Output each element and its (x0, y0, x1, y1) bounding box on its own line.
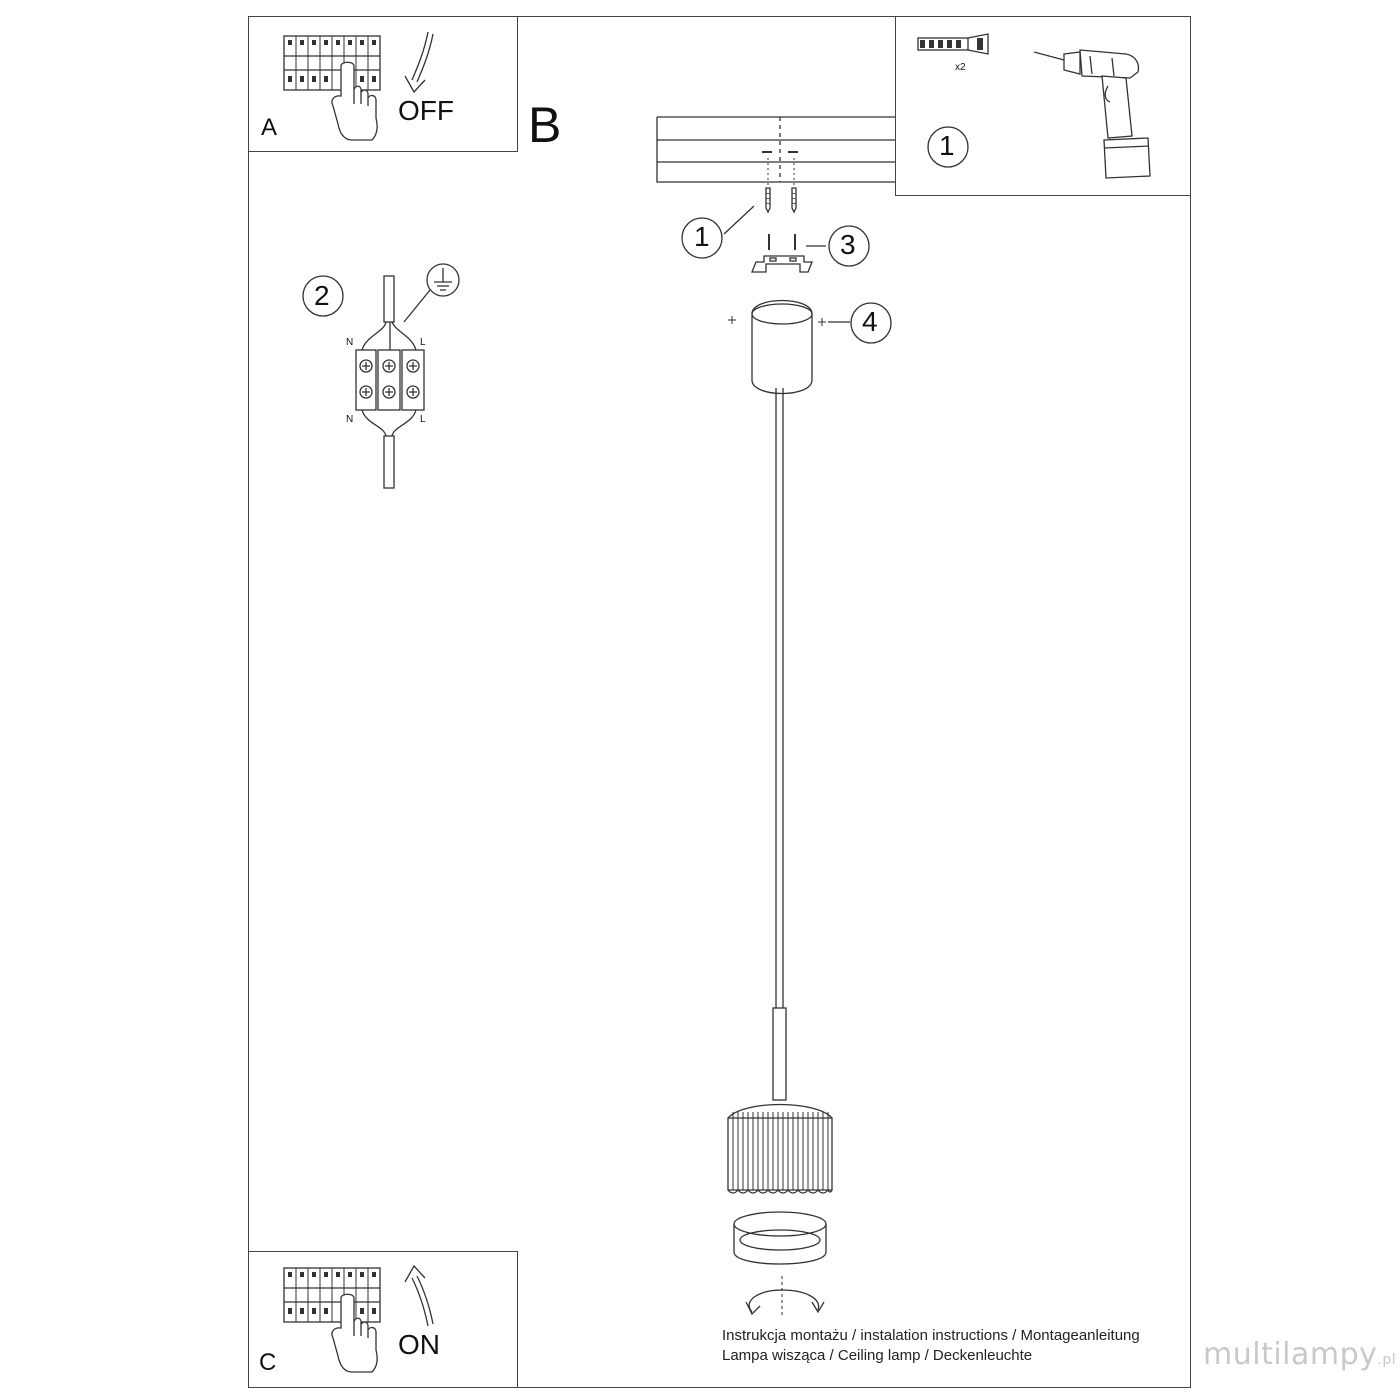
on-label: ON (398, 1329, 440, 1360)
wall-plug-icon (917, 33, 989, 55)
hand-icon (331, 61, 378, 141)
mounting-bracket-icon (751, 234, 813, 273)
outer-frame (248, 16, 1191, 1388)
panel-c-letter: C (259, 1349, 277, 1376)
breaker-panel-off-icon (283, 35, 381, 91)
arrow-up-icon (404, 1264, 434, 1327)
tools-step-circle (927, 126, 969, 168)
off-label: OFF (398, 95, 454, 126)
screw-pair-icon (765, 187, 797, 214)
callout-1-circle (681, 217, 723, 259)
callout-3-circle (828, 225, 870, 267)
watermark-suffix: .pl (1377, 1352, 1397, 1368)
terminal-n-bottom: N (346, 414, 354, 425)
watermark-brand: multilampy (1203, 1337, 1378, 1372)
plug-count-label: x2 (955, 62, 966, 73)
hand-icon (331, 1293, 378, 1373)
pendant-cable (772, 388, 787, 1101)
light-source-disc (733, 1211, 827, 1265)
power-drill-icon (1033, 49, 1151, 179)
terminal-n-top: N (346, 337, 354, 348)
callout-2-circle (302, 275, 344, 317)
callout-4-circle (850, 302, 892, 344)
canopy-icon (728, 299, 826, 395)
terminal-l-bottom: L (420, 414, 426, 425)
footer-instructions: Instrukcja montażu / instalation instruc… (722, 1327, 1140, 1344)
arrow-down-icon (404, 31, 434, 94)
tools-step-number: 1 (939, 130, 955, 161)
ground-icon (426, 263, 460, 297)
terminal-l-top: L (420, 337, 426, 348)
rotate-arrow-icon (745, 1276, 825, 1318)
callout-leader (723, 205, 755, 235)
panel-a-letter: A (261, 114, 278, 141)
ceiling-section (656, 116, 895, 186)
lamp-shade (727, 1103, 833, 1194)
callout-1-number: 1 (694, 221, 710, 252)
callout-2-number: 2 (314, 280, 330, 311)
panel-b-letter: B (528, 97, 562, 153)
callout-4-number: 4 (862, 306, 878, 337)
watermark-logo: multilampy.pl (1203, 1337, 1396, 1372)
wiring-diagram (355, 275, 431, 489)
callout-3-number: 3 (840, 229, 856, 260)
footer-product: Lampa wisząca / Ceiling lamp / Deckenleu… (722, 1347, 1033, 1364)
breaker-panel-on-icon (283, 1267, 381, 1323)
